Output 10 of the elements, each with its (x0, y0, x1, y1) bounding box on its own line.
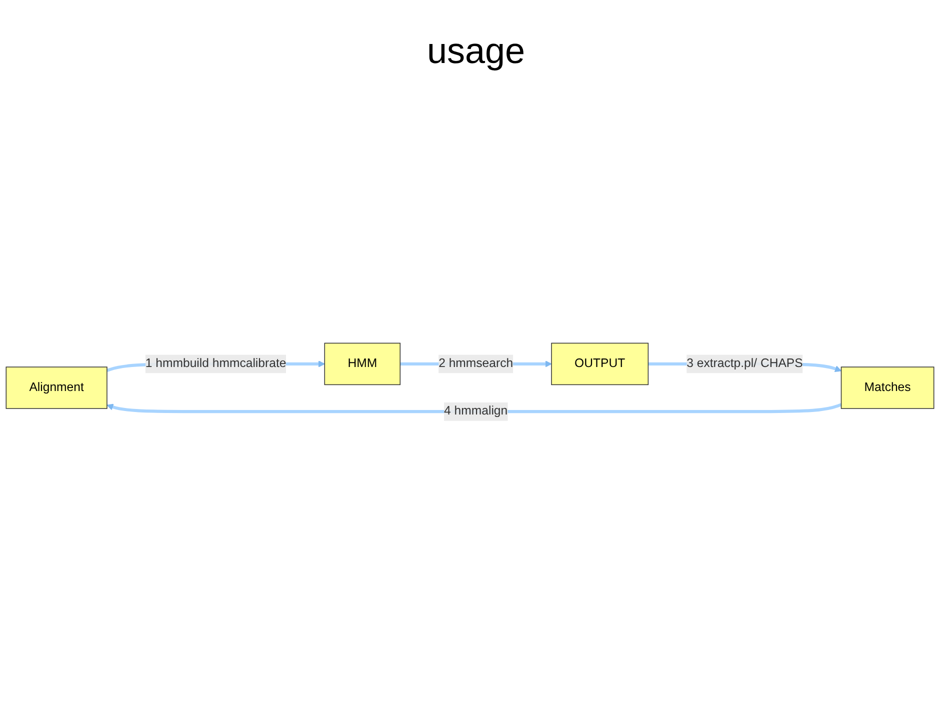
node-box: OUTPUT (551, 342, 649, 386)
edge-label: 1 hmmbuild hmmcalibrate (145, 357, 286, 370)
edge-label: 3 extractp.pl/ CHAPS (686, 357, 803, 370)
edge-label: 2 hmmsearch (438, 357, 514, 370)
node-box: Matches (840, 366, 934, 409)
node-box: Alignment (6, 366, 108, 409)
diagram-title: usage (426, 30, 526, 72)
node-box: HMM (324, 342, 401, 386)
arrow (106, 403, 842, 414)
edge-label: 4 hmmalign (444, 404, 508, 418)
